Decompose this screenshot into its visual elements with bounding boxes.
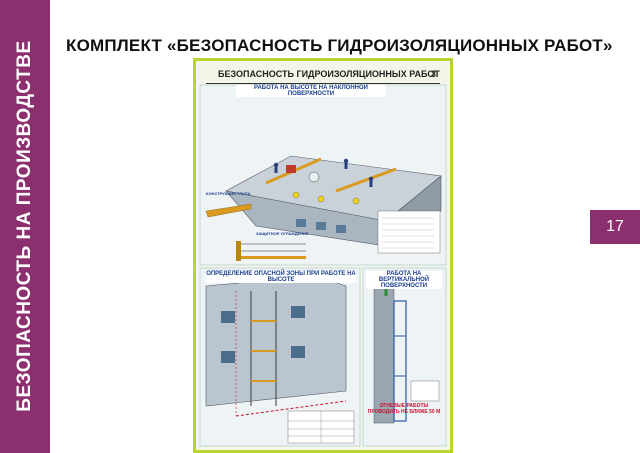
- worker: [274, 167, 278, 173]
- roll-material: [308, 171, 320, 183]
- note-box: [410, 380, 440, 402]
- roof-box: [286, 165, 296, 173]
- section2-title: ОПРЕДЕЛЕНИЕ ОПАСНОЙ ЗОНЫ ПРИ РАБОТЕ НА В…: [206, 271, 356, 283]
- vertical-wall: [373, 282, 395, 424]
- poster-illustrations: [199, 84, 447, 447]
- legend-box: [377, 210, 441, 254]
- section3-title: РАБОТА НА ВЕРТИКАЛЬНОЙ ПОВЕРХНОСТИ: [366, 271, 442, 289]
- worker: [343, 158, 349, 164]
- side-band: БЕЗОПАСНОСТЬ НА ПРОИЗВОДСТВЕ: [0, 0, 50, 453]
- window: [336, 225, 346, 233]
- kit-title: КОМПЛЕКТ «БЕЗОПАСНОСТЬ ГИДРОИЗОЛЯЦИОННЫХ…: [66, 36, 613, 55]
- window: [316, 222, 326, 230]
- marker: [292, 191, 300, 199]
- barrier-board: [241, 256, 306, 259]
- poster-title: БЕЗОПАСНОСТЬ ГИДРОИЗОЛЯЦИОННЫХ РАБОТ: [218, 69, 440, 79]
- worker: [369, 181, 373, 187]
- worker: [384, 289, 388, 296]
- truss-detail: [205, 203, 252, 218]
- poster-header: БЕЗОПАСНОСТЬ ГИДРОИЗОЛЯЦИОННЫХ РАБОТ 3: [206, 69, 440, 84]
- label-barrier: ЗАЩИТНОЕ ОГРАЖДЕНИЕ: [256, 231, 309, 236]
- poster-number: 3: [430, 69, 436, 79]
- page-number-badge: 17: [590, 210, 640, 244]
- marker: [317, 195, 325, 203]
- worker: [344, 163, 348, 169]
- worker: [273, 162, 279, 168]
- window: [221, 311, 235, 323]
- window: [296, 219, 306, 227]
- window: [221, 351, 235, 363]
- barrier-post: [236, 241, 241, 261]
- danger-zone-line: [235, 400, 347, 417]
- roof-ladder: [335, 167, 397, 193]
- section1-title: РАБОТА НА ВЫСОТЕ НА НАКЛОННОЙ ПОВЕРХНОСТ…: [236, 85, 386, 97]
- cradle-frame: [393, 300, 407, 422]
- marker: [352, 197, 360, 205]
- safety-poster: БЕЗОПАСНОСТЬ ГИДРОИЗОЛЯЦИОННЫХ РАБОТ 3: [193, 58, 453, 453]
- window: [291, 306, 305, 318]
- label-truss: КОНСТРУКЦИЯ ТРАПА: [206, 191, 251, 196]
- worker: [368, 176, 374, 182]
- window: [291, 346, 305, 358]
- fire-works-note: ОГНЕВЫЕ РАБОТЫ ПРОВОДИТЬ НЕ БЛИЖЕ 50 М: [367, 403, 441, 415]
- side-title: БЕЗОПАСНОСТЬ НА ПРОИЗВОДСТВЕ: [14, 40, 35, 412]
